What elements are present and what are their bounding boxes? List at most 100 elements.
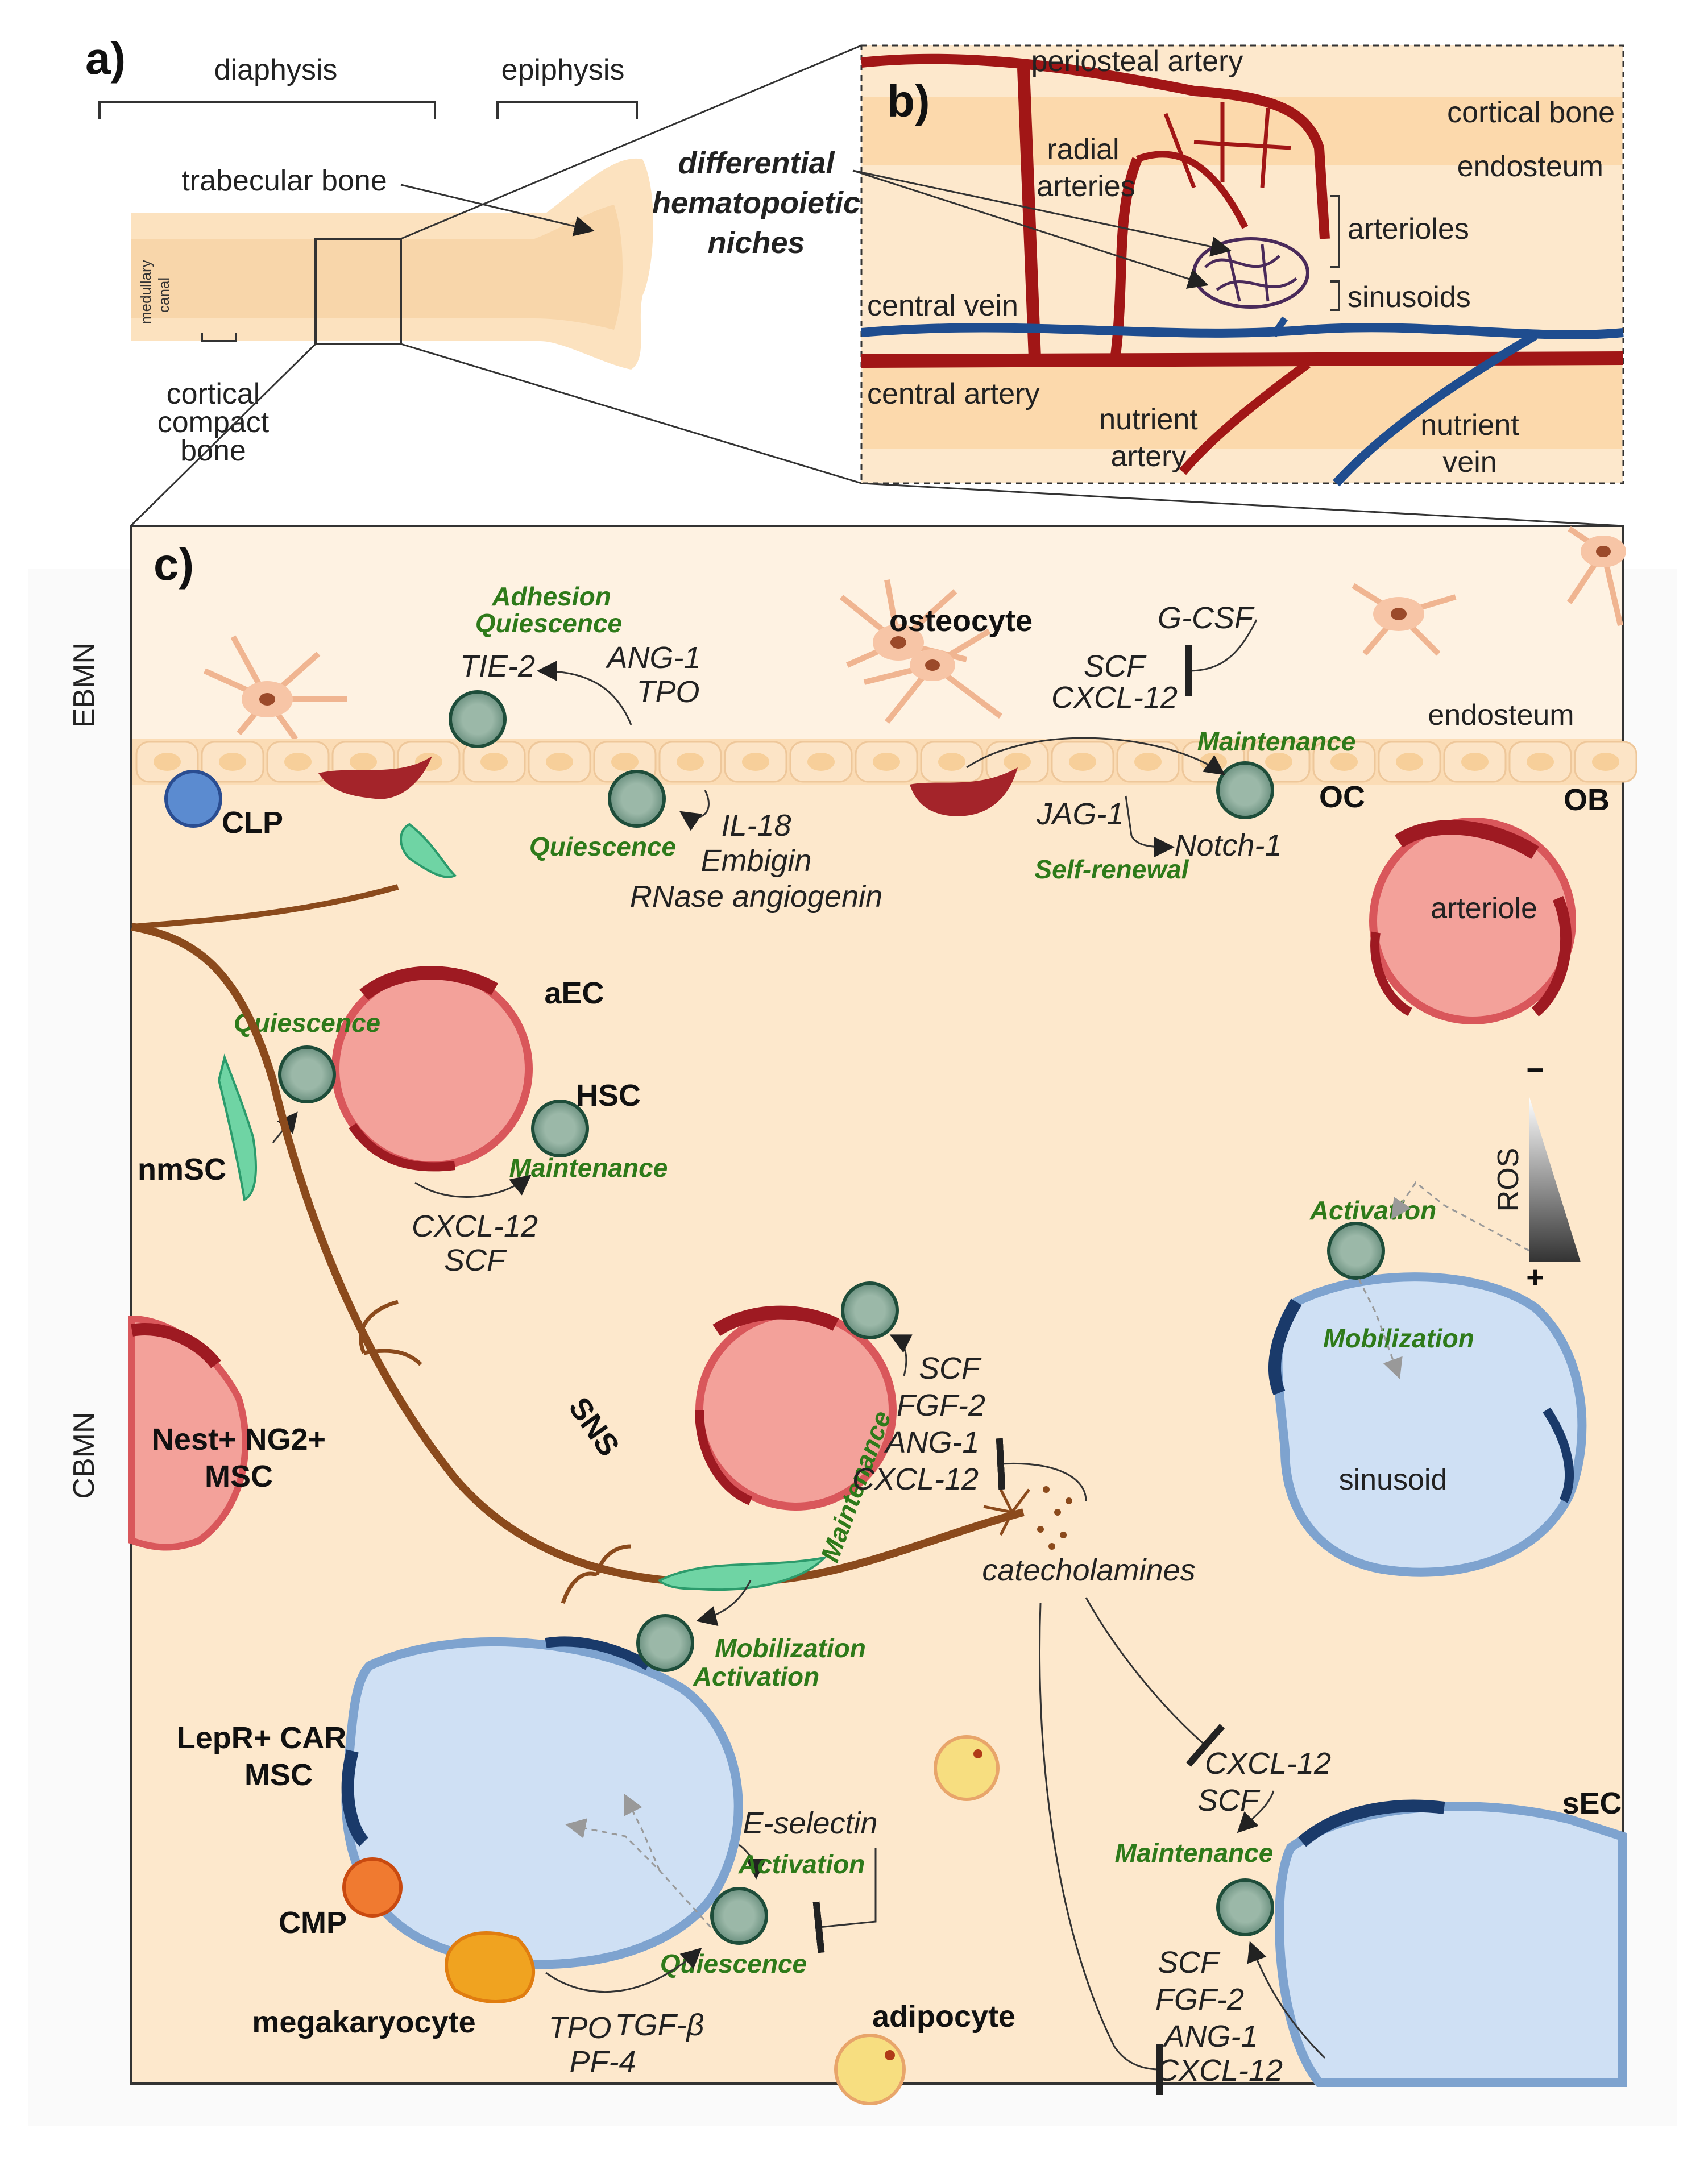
radial-artery-1 bbox=[1017, 68, 1041, 359]
adipocyte-cell-2 bbox=[834, 2034, 906, 2105]
cortical-band bbox=[863, 97, 1622, 165]
embigin-label: Embigin bbox=[700, 844, 811, 878]
clp-cell bbox=[164, 770, 222, 828]
cbmn-label: CBMN bbox=[68, 1412, 101, 1499]
lining-cell-nucleus bbox=[1527, 753, 1554, 771]
activation-label-bottom: Activation bbox=[693, 1662, 819, 1691]
activation-label-eselectin: Activation bbox=[738, 1849, 865, 1879]
eselectin-label: E-selectin bbox=[743, 1806, 877, 1840]
lining-cell-nucleus bbox=[1592, 753, 1619, 771]
nutrient-vein-label-1: nutrient bbox=[1420, 409, 1519, 442]
scf-label-sec-bottom: SCF bbox=[1158, 1945, 1221, 1980]
lining-cell-nucleus bbox=[1134, 753, 1162, 771]
cxcl12-label-mid: CXCL-12 bbox=[852, 1462, 979, 1496]
medullary-label-2: canal bbox=[155, 277, 172, 313]
maintenance-label-top: Maintenance bbox=[1197, 727, 1356, 756]
scf-label-mid: SCF bbox=[919, 1351, 982, 1385]
osteocyte-label: osteocyte bbox=[889, 604, 1033, 638]
rnase-label: RNase angiogenin bbox=[630, 879, 882, 914]
panel-c: c) EBMN CBMN osteocyte endosteum CLP bbox=[28, 525, 1677, 2126]
hsc-maintenance-top bbox=[1216, 761, 1274, 819]
nmsc-cell-2 bbox=[400, 823, 457, 878]
central-artery bbox=[861, 351, 1624, 368]
panel-a-label: a) bbox=[85, 33, 126, 84]
cxcl12-label-sec-bottom: CXCL-12 bbox=[1156, 2053, 1283, 2088]
cxcl12-label-sec: CXCL-12 bbox=[1205, 1746, 1331, 1781]
sinusoid-vessel bbox=[1273, 1272, 1587, 1577]
panel-a: a) diaphysis epiphysis medullary canal c… bbox=[85, 33, 1624, 527]
ang1-label-mid: ANG-1 bbox=[884, 1425, 979, 1459]
central-vein bbox=[861, 323, 1624, 339]
notch1-label: Notch-1 bbox=[1174, 828, 1282, 862]
lepr-label-1: LepR+ CAR bbox=[177, 1721, 347, 1755]
lining-cell-nucleus bbox=[938, 753, 965, 771]
ros-gradient bbox=[1529, 1097, 1581, 1262]
fgf2-label-mid: FGF-2 bbox=[897, 1388, 985, 1422]
central-artery-label: central artery bbox=[867, 377, 1039, 410]
cmp-label: CMP bbox=[279, 1906, 347, 1940]
mobilization-label-bottom: Mobilization bbox=[715, 1633, 866, 1663]
lining-cell-nucleus bbox=[742, 753, 769, 771]
hsc-quiescence-bottom bbox=[710, 1887, 768, 1945]
hsc-label: HSC bbox=[576, 1078, 641, 1113]
sec-sinusoid bbox=[1274, 1802, 1627, 2087]
diaphysis-label: diaphysis bbox=[214, 53, 338, 86]
adhesion-label: Adhesion bbox=[491, 582, 611, 611]
lining-cell-nucleus bbox=[154, 753, 181, 771]
nutrient-artery bbox=[1179, 360, 1311, 475]
ang1-label-top: ANG-1 bbox=[605, 641, 700, 675]
lining-cell-nucleus bbox=[284, 753, 312, 771]
epiphysis-label: epiphysis bbox=[501, 53, 625, 86]
sns-nerve bbox=[131, 923, 1025, 1587]
il18-label: IL-18 bbox=[721, 808, 791, 843]
clp-label: CLP bbox=[222, 806, 283, 840]
pf4-label: PF-4 bbox=[569, 2045, 636, 2079]
nmsc-cell-3 bbox=[657, 1555, 828, 1591]
lining-cell-nucleus bbox=[1461, 753, 1489, 771]
lining-cell-nucleus bbox=[1069, 753, 1096, 771]
radial-label-2: arteries bbox=[1037, 170, 1135, 203]
lepr-label-2: MSC bbox=[244, 1758, 313, 1792]
arteriole-vessel bbox=[1369, 818, 1576, 1024]
central-vein-label: central vein bbox=[867, 289, 1018, 322]
hsc-activation-sinusoid bbox=[1327, 1222, 1385, 1280]
adipocyte-cell-1 bbox=[934, 1735, 1000, 1801]
nmsc-label: nmSC bbox=[138, 1152, 226, 1186]
hsc-maintenance-aec bbox=[531, 1100, 589, 1157]
activation-label-sinusoid: Activation bbox=[1309, 1196, 1436, 1225]
lining-cell-nucleus bbox=[480, 753, 508, 771]
hsc-maintenance-sec bbox=[1216, 1878, 1274, 1936]
cortical-label-2: compact bbox=[157, 406, 270, 439]
endosteum-b-label: endosteum bbox=[1457, 150, 1603, 183]
nerve-terminal bbox=[983, 1488, 1030, 1536]
sec-label: sEC bbox=[1562, 1786, 1622, 1820]
lining-cell-nucleus bbox=[807, 753, 835, 771]
endosteum-c-label: endosteum bbox=[1428, 699, 1574, 732]
quiescence-label-top: Quiescence bbox=[475, 608, 622, 638]
osteoclast-1 bbox=[318, 756, 432, 799]
scf-label-sec: SCF bbox=[1197, 1783, 1261, 1818]
tpo-label-top: TPO bbox=[636, 675, 699, 709]
adipocyte-label: adipocyte bbox=[872, 1999, 1015, 2034]
panel-b-label: b) bbox=[887, 76, 930, 126]
osteoclast-2 bbox=[910, 767, 1018, 816]
nutrient-artery-label-2: artery bbox=[1111, 440, 1187, 473]
niches-label-1: differential bbox=[678, 146, 835, 180]
nutrient-artery-label-1: nutrient bbox=[1099, 403, 1198, 436]
maintenance-label-aec: Maintenance bbox=[509, 1153, 668, 1183]
lining-cell-nucleus bbox=[873, 753, 900, 771]
arterioles-label: arterioles bbox=[1348, 213, 1469, 246]
tie2-label: TIE-2 bbox=[460, 649, 535, 683]
ros-minus: − bbox=[1526, 1053, 1544, 1087]
panel-b: b) periosteal artery radial arteries cor… bbox=[852, 44, 1624, 487]
hsc-tie2 bbox=[449, 690, 507, 748]
cortical-bone-label: cortical bone bbox=[1447, 96, 1615, 129]
radial-label-1: radial bbox=[1047, 133, 1119, 166]
epiphysis-bracket bbox=[496, 101, 638, 119]
lining-cell-nucleus bbox=[611, 753, 639, 771]
arteriole-label: arteriole bbox=[1431, 892, 1537, 925]
mobilization-label-sinusoid: Mobilization bbox=[1323, 1324, 1474, 1353]
lining-cell-nucleus bbox=[546, 753, 573, 771]
catecholamines-label: catecholamines bbox=[982, 1553, 1195, 1587]
